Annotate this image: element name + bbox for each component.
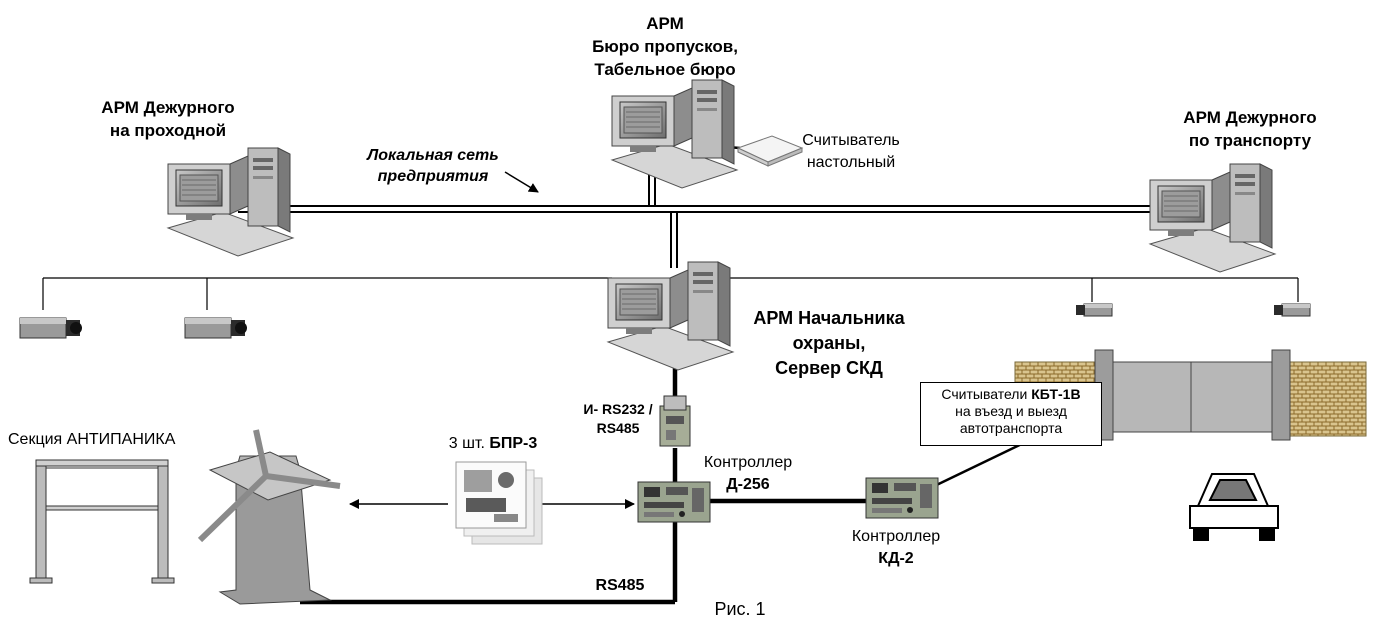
car-icon <box>1189 473 1279 541</box>
camera-1-icon <box>19 317 83 339</box>
controller-d256-label: Контроллер Д-256 <box>688 452 808 496</box>
figure-caption: Рис. 1 <box>714 599 766 619</box>
arm-bureau-line-1: АРМ <box>646 14 684 33</box>
bpr3-name: БПР-3 <box>489 435 538 452</box>
desk-reader-line-1: Считыватель <box>802 132 900 149</box>
controller-kd2-line-2: КД-2 <box>878 550 914 567</box>
antipanic-label: Секция АНТИПАНИКА <box>8 431 176 448</box>
arm-gate-line-2: на проходной <box>109 121 227 140</box>
arm-bureau-line-3: Табельное бюро <box>594 60 736 79</box>
readers-line-1: Считыватели КБТ-1В <box>927 386 1095 403</box>
antipanic-section-icon <box>29 459 175 584</box>
arm-bureau-line-2: Бюро пропусков, <box>592 37 738 56</box>
arm-gate-workstation-icon <box>167 147 294 257</box>
converter-label: И- RS232 / RS485 <box>572 400 664 438</box>
arm-chief-label: АРМ Начальника охраны, Сервер СКД <box>724 306 934 381</box>
arm-bureau-label: АРМ Бюро пропусков, Табельное бюро <box>545 12 785 81</box>
arm-bureau-workstation-icon <box>611 79 738 189</box>
readers-kbt-box: Считыватели КБТ-1В на въезд и выезд авто… <box>920 382 1102 446</box>
arm-chief-line-2: охраны, <box>792 333 866 353</box>
readers-name: КБТ-1В <box>1031 386 1081 402</box>
lan-label: Локальная сеть предприятия <box>348 145 518 187</box>
desk-reader-line-2: настольный <box>806 154 896 171</box>
camera-4-icon <box>1273 303 1311 317</box>
bpr3-prefix: 3 шт. <box>448 435 490 452</box>
desk-reader-label: Считыватель настольный <box>786 130 916 174</box>
controller-d256-line-2: Д-256 <box>726 476 770 493</box>
arm-transport-label: АРМ Дежурного по транспорту <box>1140 106 1360 152</box>
readers-prefix: Считыватели <box>941 386 1032 402</box>
lan-bus <box>238 155 1172 268</box>
readers-line-3: автотранспорта <box>959 420 1063 436</box>
bpr3-label: 3 шт. БПР-3 <box>428 432 558 455</box>
controller-kd2-line-1: Контроллер <box>851 528 941 545</box>
arm-chief-line-1: АРМ Начальника <box>753 308 905 328</box>
rs485-label: RS485 <box>595 577 645 594</box>
camera-2-icon <box>184 317 248 339</box>
controller-kd2-label: Контроллер КД-2 <box>836 526 956 570</box>
arm-transport-line-1: АРМ Дежурного <box>1183 108 1317 127</box>
bpr3-icon <box>455 461 543 545</box>
lan-line-2: предприятия <box>377 168 489 185</box>
lan-line-1: Локальная сеть <box>367 147 499 164</box>
camera-bus <box>42 277 1299 310</box>
arm-chief-line-3: Сервер СКД <box>775 358 883 378</box>
arm-chief-workstation-icon <box>607 261 734 371</box>
controller-d256-line-1: Контроллер <box>703 454 793 471</box>
converter-icon <box>659 395 691 447</box>
tripod-turnstile-icon <box>197 429 341 605</box>
readers-line-2: на въезд и выезд <box>955 403 1067 419</box>
arm-transport-line-2: по транспорту <box>1188 131 1312 150</box>
arm-gate-label: АРМ Дежурного на проходной <box>58 96 278 142</box>
arm-gate-line-1: АРМ Дежурного <box>101 98 235 117</box>
camera-3-icon <box>1075 303 1113 317</box>
converter-line-2: RS485 <box>596 420 640 436</box>
desk-reader-icon <box>736 135 804 167</box>
arrows <box>349 171 1031 509</box>
controller-kd2-icon <box>865 477 939 519</box>
converter-line-1: И- RS232 / <box>583 401 653 417</box>
arm-transport-workstation-icon <box>1149 163 1276 273</box>
